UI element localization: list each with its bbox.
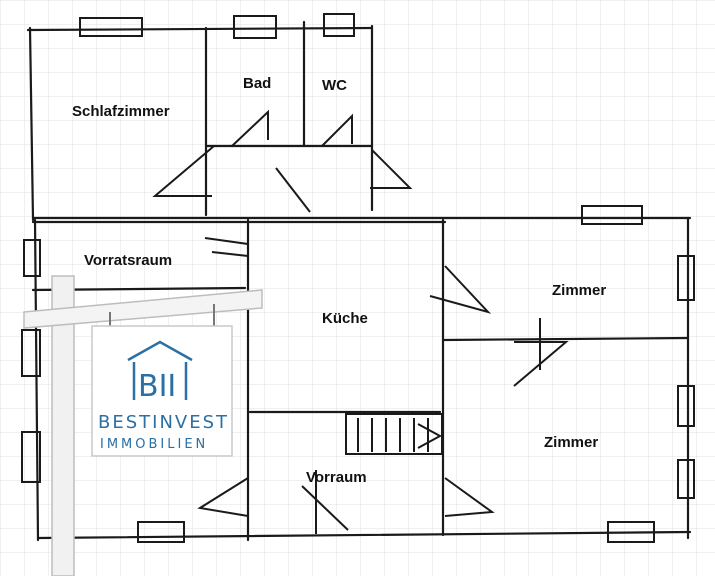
sign-arm — [23, 289, 263, 329]
windows — [21, 13, 695, 543]
room-label-bad: Bad — [243, 75, 271, 92]
sign-post — [51, 275, 75, 576]
room-label-wc: WC — [322, 77, 347, 94]
sign-line2: IMMOBILIEN — [100, 437, 208, 452]
stairs-icon — [345, 413, 443, 455]
room-label-zimmer-bottom: Zimmer — [544, 434, 598, 451]
logo-mark: BII — [138, 369, 176, 404]
room-label-schlafzimmer: Schlafzimmer — [72, 103, 170, 120]
house-roof-logo-icon — [127, 340, 193, 400]
for-sale-sign: BII BESTINVEST IMMOBILIEN — [23, 275, 263, 576]
room-label-vorraum: Vorraum — [306, 469, 367, 486]
doors — [152, 109, 569, 534]
room-label-vorratsraum: Vorratsraum — [84, 252, 172, 269]
room-label-kueche: Küche — [322, 310, 368, 327]
sign-board — [91, 325, 233, 457]
room-label-zimmer-top: Zimmer — [552, 282, 606, 299]
sign-line1: BESTINVEST — [98, 412, 229, 433]
